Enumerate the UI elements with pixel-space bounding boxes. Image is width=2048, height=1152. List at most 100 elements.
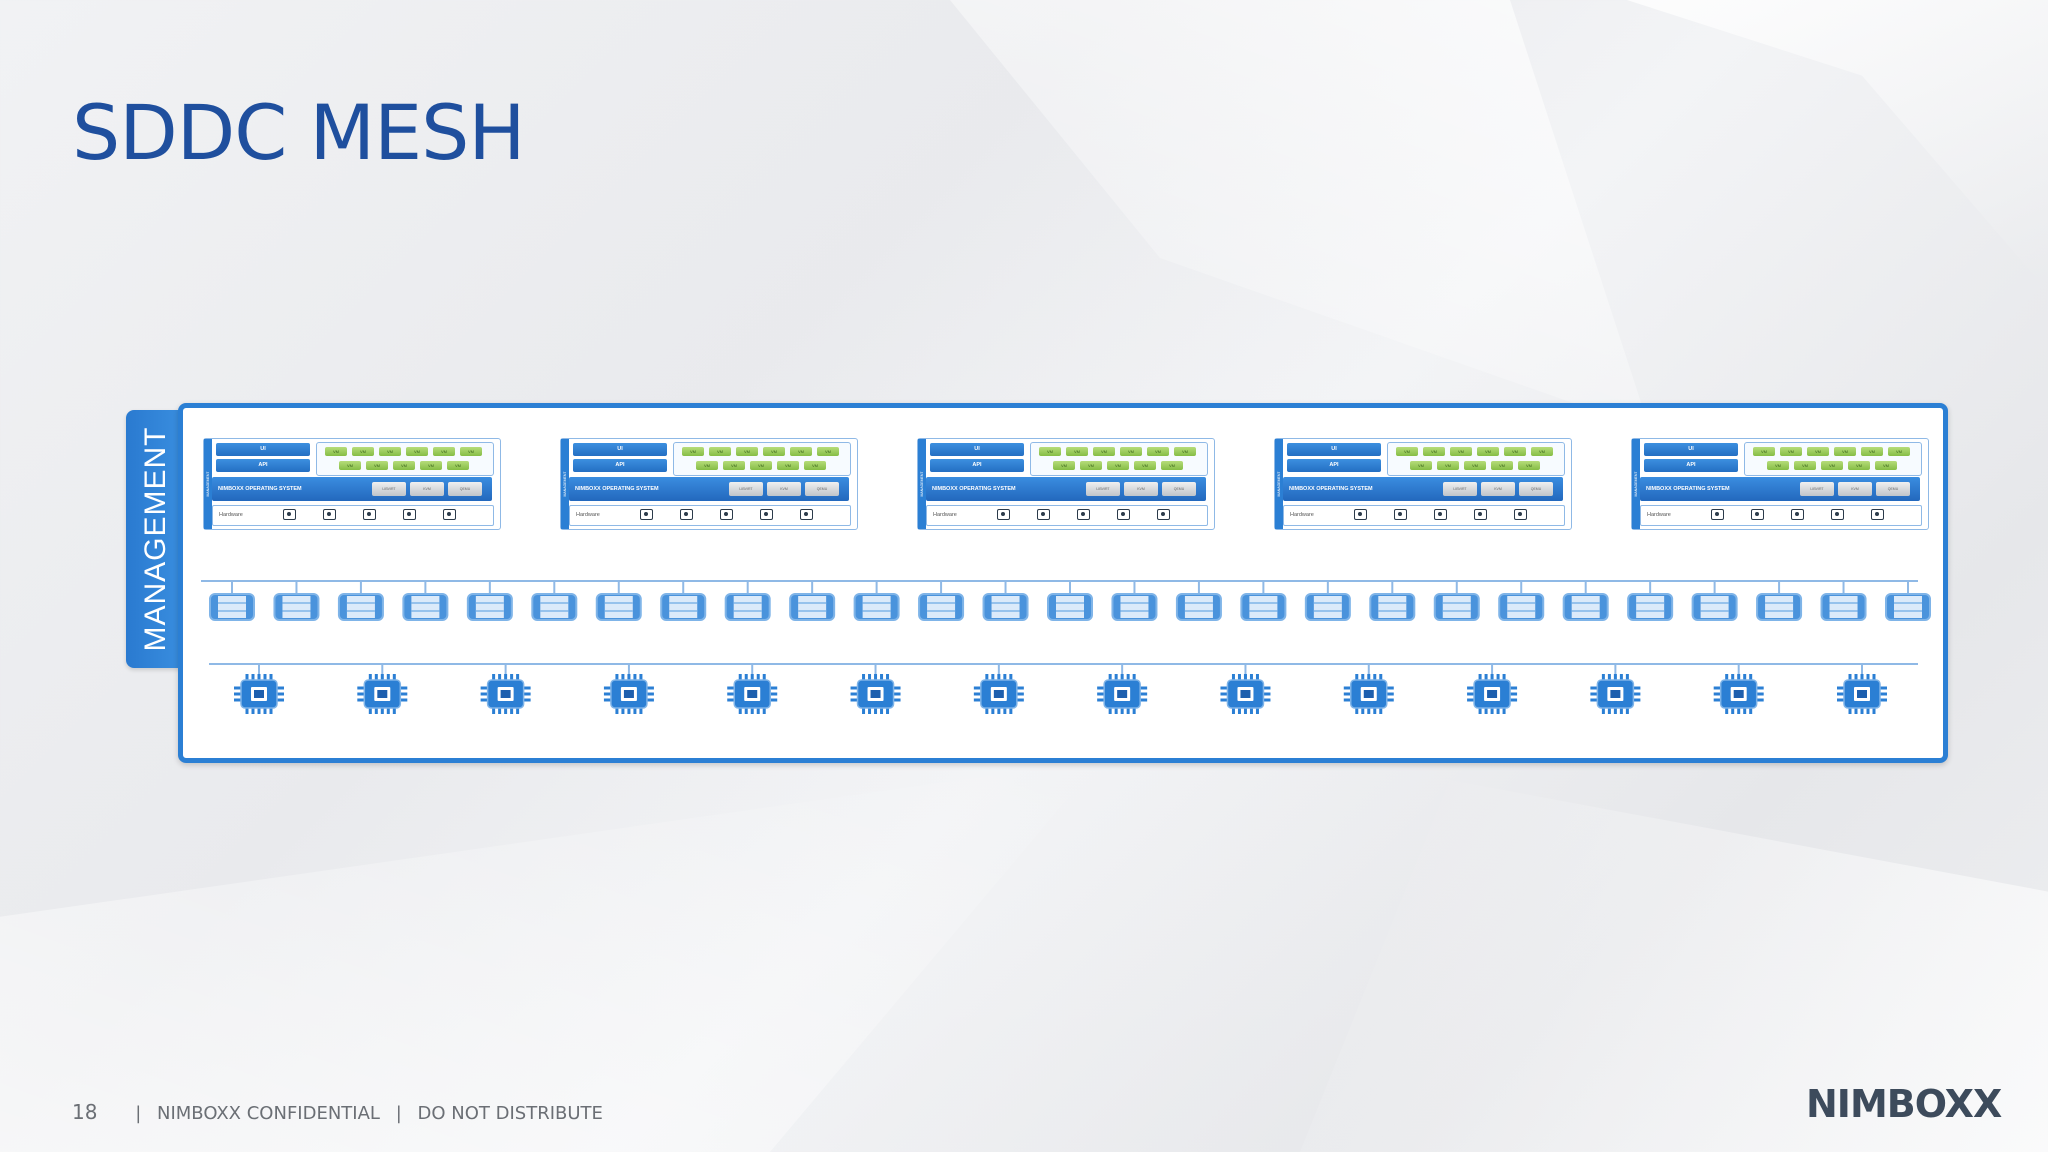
cpu-chip-icon — [1220, 674, 1271, 714]
vm-block: VM — [325, 447, 347, 456]
hypervisor-component: KVM — [1124, 482, 1158, 496]
cpu-chip-icon — [357, 674, 408, 714]
cpu-icon — [1791, 509, 1804, 520]
vm-block: VM — [460, 447, 482, 456]
network-icon — [1157, 509, 1170, 520]
ui-block: UI — [1287, 443, 1381, 456]
disk-icon — [323, 509, 336, 520]
vm-block: VM — [1120, 447, 1142, 456]
hypervisor-component: QEMU — [448, 482, 482, 496]
management-label: MANAGEMENT — [139, 426, 172, 652]
hypervisor-component: KVM — [767, 482, 801, 496]
cpu-chip-icon — [603, 674, 654, 714]
database-icon — [1175, 593, 1222, 621]
footer-separator: | — [395, 1103, 402, 1124]
cpu-chip-icon — [1590, 674, 1641, 714]
cpu-chip-icon — [1713, 674, 1764, 714]
vm-block: VM — [1531, 447, 1553, 456]
footer-separator: | — [135, 1103, 142, 1124]
hardware-label: Hardware — [219, 512, 243, 518]
vm-block: VM — [1161, 461, 1183, 470]
vm-block: VM — [723, 461, 745, 470]
background-facet — [0, 760, 1100, 1152]
database-icon — [789, 593, 836, 621]
database-icon — [1691, 593, 1738, 621]
database-icon — [1885, 593, 1931, 621]
network-icon — [800, 509, 813, 520]
vm-block: VM — [1080, 461, 1102, 470]
os-label: NIMBOXX OPERATING SYSTEM — [1646, 486, 1730, 492]
memory-icon — [1474, 509, 1487, 520]
ssd-icon — [283, 509, 296, 520]
database-icon — [1820, 593, 1867, 621]
ssd-icon — [640, 509, 653, 520]
distribution-notice: DO NOT DISTRIBUTE — [417, 1103, 603, 1124]
database-icon — [1562, 593, 1609, 621]
cpu-chip-icon — [480, 674, 531, 714]
disk-icon — [1037, 509, 1050, 520]
node-row: MANAGEMENT UI API VM VM VM VM VM VM VM VM VM VM VM NIM… — [203, 438, 1929, 533]
os-label: NIMBOXX OPERATING SYSTEM — [1289, 486, 1373, 492]
database-icon — [1047, 593, 1093, 621]
cpu-chip-icon — [234, 674, 284, 714]
vm-block: VM — [447, 461, 469, 470]
memory-icon — [403, 509, 416, 520]
database-icon — [660, 593, 707, 621]
vm-block: VM — [1134, 461, 1156, 470]
api-block: API — [573, 459, 667, 472]
disk-icon — [1751, 509, 1764, 520]
background-facet — [950, 0, 1650, 430]
vm-block: VM — [790, 447, 812, 456]
node-management-strip: MANAGEMENT — [204, 439, 212, 529]
hypervisor-component: QEMU — [1876, 482, 1910, 496]
page-title: SDDC MESH — [72, 88, 525, 177]
database-icon — [402, 593, 449, 621]
vm-block: VM — [682, 447, 704, 456]
network-icon — [1871, 509, 1884, 520]
cpu-chip-icon — [850, 674, 901, 714]
vm-block: VM — [736, 447, 758, 456]
os-label: NIMBOXX OPERATING SYSTEM — [575, 486, 659, 492]
sddc-mesh-diagram: MANAGEMENT UI API VM VM VM VM VM VM VM VM VM VM VM NIM… — [178, 403, 1948, 763]
vm-block: VM — [1780, 447, 1802, 456]
vm-block: VM — [1107, 461, 1129, 470]
vm-block: VM — [1504, 447, 1526, 456]
hardware-label: Hardware — [1647, 512, 1671, 518]
hypervisor-component: LIBVIRT — [1800, 482, 1834, 496]
vm-block: VM — [1875, 461, 1897, 470]
database-icon — [337, 593, 384, 621]
page-number: 18 — [72, 1100, 98, 1124]
cpu-chip-icon — [1343, 674, 1394, 714]
cpu-chip-icon — [973, 674, 1024, 714]
node-management-label: MANAGEMENT — [206, 471, 210, 497]
os-label: NIMBOXX OPERATING SYSTEM — [218, 486, 302, 492]
node-management-label: MANAGEMENT — [920, 471, 924, 497]
vm-block: VM — [420, 461, 442, 470]
vm-block: VM — [1861, 447, 1883, 456]
hardware-label: Hardware — [1290, 512, 1314, 518]
ui-block: UI — [216, 443, 310, 456]
database-icon — [918, 593, 965, 621]
vm-block: VM — [379, 447, 401, 456]
node-management-strip: MANAGEMENT — [918, 439, 926, 529]
api-block: API — [1287, 459, 1381, 472]
vm-block: VM — [1147, 447, 1169, 456]
ssd-icon — [997, 509, 1010, 520]
os-label: NIMBOXX OPERATING SYSTEM — [932, 486, 1016, 492]
node-management-label: MANAGEMENT — [1634, 471, 1638, 497]
hypervisor-component: QEMU — [805, 482, 839, 496]
background-facet — [1627, 0, 2048, 294]
hypervisor-component: LIBVIRT — [1443, 482, 1477, 496]
cpu-icon — [720, 509, 733, 520]
hypervisor-component: LIBVIRT — [729, 482, 763, 496]
cpu-chip-icon — [727, 674, 778, 714]
database-icon — [1369, 593, 1416, 621]
hardware-layer: Hardware — [212, 505, 494, 526]
ui-block: UI — [1644, 443, 1738, 456]
api-block: API — [930, 459, 1024, 472]
vm-block: VM — [1834, 447, 1856, 456]
